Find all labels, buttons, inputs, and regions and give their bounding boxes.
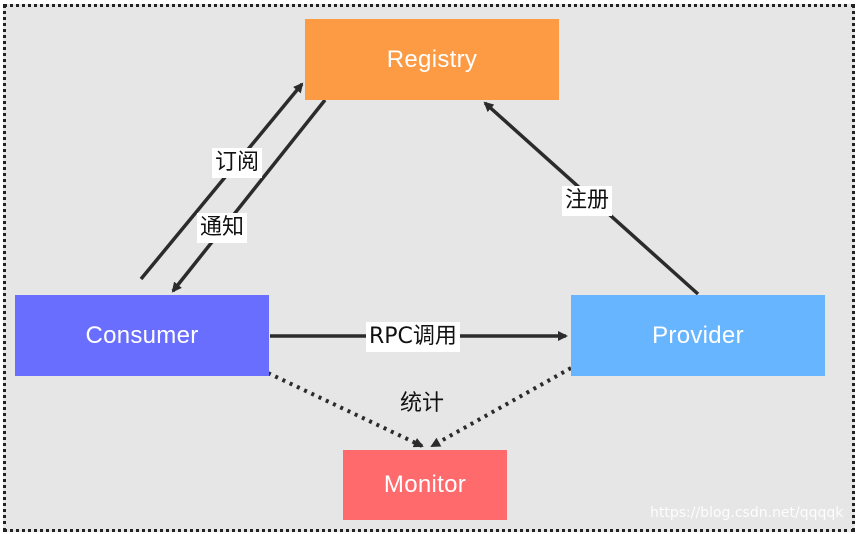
subscribe-label: 订阅 [212,148,263,178]
consumer-node: Consumer [15,295,269,376]
notify-label: 通知 [197,213,248,243]
provider-node: Provider [571,295,825,376]
subscribe-arrow [139,82,304,281]
statistics-label: 统计 [400,391,445,416]
watermark: https://blog.csdn.net/qqqqk [650,505,844,521]
notify-arrow [171,98,327,293]
registry-node: Registry [305,19,559,100]
rpc-call-label: RPC调用 [366,322,460,352]
provider-monitor-stats-arrow [430,366,572,448]
monitor-node: Monitor [343,450,507,520]
register-label: 注册 [562,186,613,216]
